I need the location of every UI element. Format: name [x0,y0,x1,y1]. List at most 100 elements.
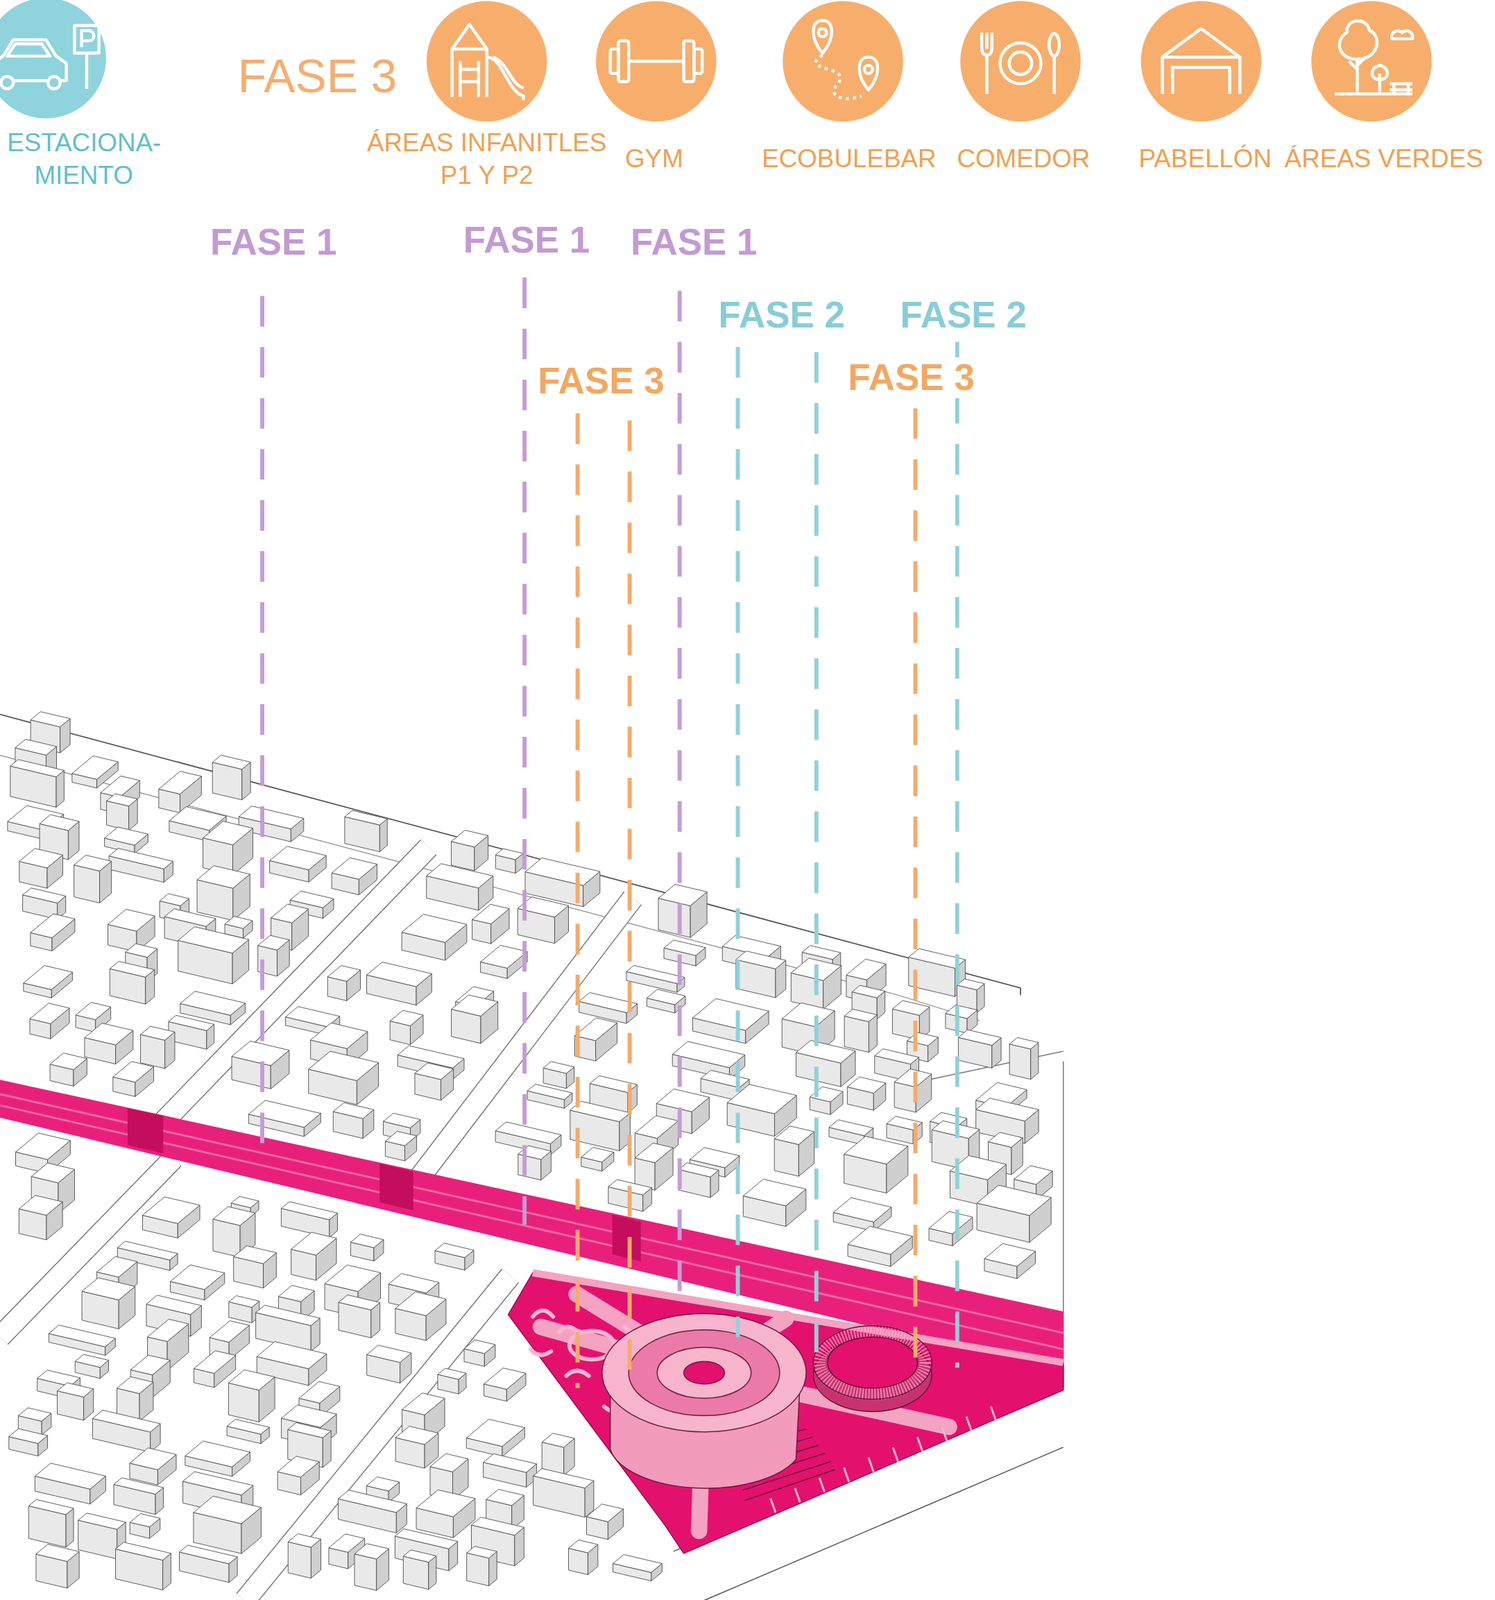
building [833,1197,892,1231]
building-roof [543,1061,575,1074]
building-roof [140,1026,175,1040]
building-roof [248,1100,321,1128]
building [10,759,65,808]
building [142,1196,200,1238]
building-roof [416,1489,476,1517]
icon-label: GYM [625,141,684,175]
parking-stripe [966,1416,972,1432]
building-roof [310,1022,368,1049]
building [437,1368,467,1394]
building-roof [289,890,334,908]
phase-heading: FASE 3 [233,50,401,102]
building-roof [228,1295,260,1307]
building-front [774,1138,799,1176]
dumbbell-icon [610,40,703,82]
building-roof [183,1471,254,1495]
building-roof [480,944,528,968]
building [344,810,388,852]
building-roof [774,1125,815,1145]
building-roof [117,1376,154,1394]
building-roof [74,1354,109,1368]
building [464,1339,496,1366]
building-roof [308,1051,379,1081]
building-roof [781,1002,835,1027]
building-roof [464,1339,496,1354]
building-roof [366,1476,400,1491]
building-roof [193,1350,236,1374]
building-roof [29,1003,70,1024]
phase-line [913,407,918,1368]
building [108,848,173,883]
building-roof [15,738,57,755]
building-roof [402,1393,445,1416]
building-roof [700,1069,750,1088]
building-roof [742,1178,806,1206]
building [945,1004,978,1033]
building-roof [945,1004,978,1019]
icon-node: ÁREAS VERDES [1279,0,1489,179]
building-roof [97,1256,138,1278]
building-front [74,865,100,904]
building-roof [287,1533,321,1548]
building-roof [401,914,467,943]
building-roof [106,793,139,807]
building [92,1409,161,1452]
building [168,1014,215,1049]
building [29,1003,70,1039]
parking-icon [0,25,100,89]
building [847,1225,913,1267]
icon-circle [595,0,717,122]
building-roof [168,1014,215,1031]
phase-lines [262,277,958,1388]
building-roof [833,1197,892,1222]
building-roof [281,1404,338,1428]
building-roof [574,1017,617,1041]
building [541,1433,575,1476]
building-roof [976,1098,1039,1122]
building-roof [158,771,202,795]
building-roof [34,1463,106,1489]
building-roof [226,1419,270,1434]
building-roof [108,848,173,870]
building [678,1162,719,1198]
building-roof [269,846,327,870]
building-roof [92,1409,161,1432]
building-roof [170,1264,225,1290]
building-front [287,1541,311,1578]
building [483,1453,537,1487]
building [48,1325,116,1356]
building-roof [212,1206,256,1226]
building-roof [976,1184,1052,1216]
building-side [65,1508,74,1548]
building [36,1544,80,1588]
building [170,1264,225,1301]
building [140,1026,175,1069]
building-roof [18,1407,52,1421]
building [466,1546,498,1586]
street-edge [142,847,429,1144]
building [1009,1037,1039,1079]
plaza-paths [541,1293,950,1531]
building [366,962,433,1006]
building-roof [113,1477,164,1495]
street-edge [0,714,1021,996]
building [34,1463,106,1505]
building-roof [486,1488,525,1505]
building-roof [278,1285,315,1303]
building [658,884,707,938]
building [233,1245,277,1289]
building-front [844,1015,869,1052]
cultural-center-ring [656,1347,751,1399]
building-roof [129,1447,177,1471]
building [129,1513,161,1539]
building-roof [851,985,886,998]
phase-label: FASE 2 [714,294,850,336]
building [113,1061,155,1097]
building-roof [430,1453,469,1472]
building-roof [928,1211,973,1234]
building [337,1490,407,1534]
building-roof [1009,1037,1039,1049]
icon-group [0,0,1432,122]
building-roof [203,821,254,845]
building-roof [180,991,246,1016]
